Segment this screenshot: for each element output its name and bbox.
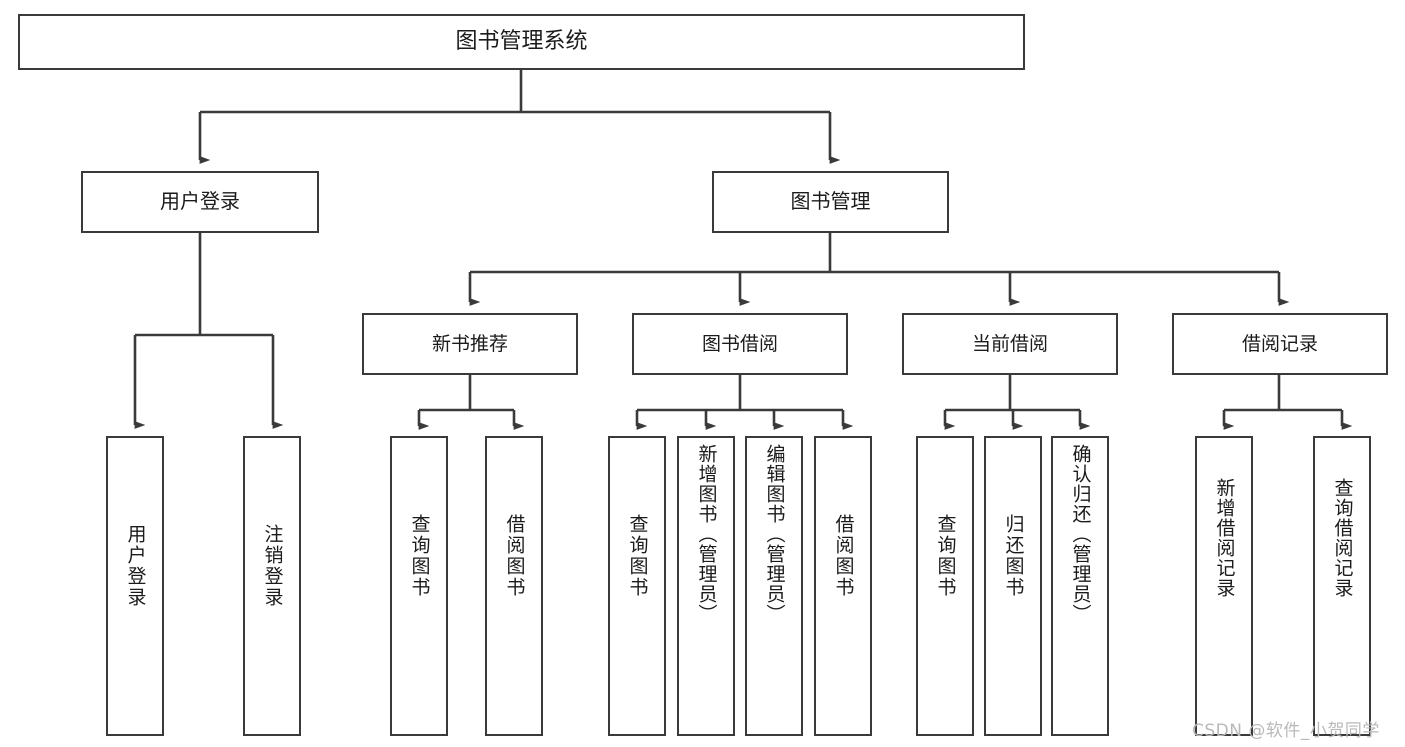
leaf-add-record[interactable]: 新增借阅记录	[1195, 436, 1253, 736]
leaf-return-book-label: 归还图书	[1002, 514, 1025, 598]
leaf-borrow-book-2[interactable]: 借阅图书	[814, 436, 872, 736]
leaf-query-book-1[interactable]: 查询图书	[390, 436, 448, 736]
leaf-borrow-book-2-label: 借阅图书	[832, 514, 855, 598]
node-current-borrow[interactable]: 当前借阅	[902, 313, 1118, 375]
node-book-borrow[interactable]: 图书借阅	[632, 313, 848, 375]
leaf-add-book[interactable]: 新增图书（管理员）	[677, 436, 735, 736]
leaf-logout-login[interactable]: 注销登录	[243, 436, 301, 736]
leaf-add-record-label: 新增借阅记录	[1213, 478, 1236, 598]
node-book-manage-label: 图书管理	[790, 189, 871, 214]
leaf-add-book-label: 新增图书（管理员）	[695, 444, 718, 624]
csdn-watermark: CSDN @软件_小贺同学	[1192, 721, 1380, 741]
leaf-borrow-book-1-label: 借阅图书	[503, 514, 526, 598]
leaf-query-book-1-label: 查询图书	[408, 514, 431, 598]
node-book-borrow-label: 图书借阅	[701, 332, 778, 355]
node-user-login-label: 用户登录	[160, 189, 240, 214]
node-root-label: 图书管理系统	[455, 29, 588, 55]
node-new-book-recommend-label: 新书推荐	[431, 332, 508, 355]
leaf-query-book-2-label: 查询图书	[626, 514, 649, 598]
leaf-borrow-book-1[interactable]: 借阅图书	[485, 436, 543, 736]
node-borrow-record[interactable]: 借阅记录	[1172, 313, 1388, 375]
leaf-query-book-3-label: 查询图书	[934, 514, 957, 598]
node-book-manage[interactable]: 图书管理	[712, 171, 949, 233]
leaf-query-record[interactable]: 查询借阅记录	[1313, 436, 1371, 736]
node-user-login[interactable]: 用户登录	[81, 171, 319, 233]
node-current-borrow-label: 当前借阅	[971, 332, 1048, 355]
leaf-edit-book-label: 编辑图书（管理员）	[763, 444, 786, 624]
node-new-book-recommend[interactable]: 新书推荐	[362, 313, 578, 375]
leaf-edit-book[interactable]: 编辑图书（管理员）	[745, 436, 803, 736]
leaf-query-book-3[interactable]: 查询图书	[916, 436, 974, 736]
leaf-confirm-return[interactable]: 确认归还（管理员）	[1051, 436, 1109, 736]
node-root[interactable]: 图书管理系统	[18, 14, 1025, 70]
leaf-logout-login-label: 注销登录	[261, 524, 284, 608]
leaf-return-book[interactable]: 归还图书	[984, 436, 1042, 736]
leaf-confirm-return-label: 确认归还（管理员）	[1069, 444, 1092, 624]
leaf-query-record-label: 查询借阅记录	[1331, 478, 1354, 598]
leaf-query-book-2[interactable]: 查询图书	[608, 436, 666, 736]
node-borrow-record-label: 借阅记录	[1241, 332, 1318, 355]
leaf-user-login[interactable]: 用户登录	[106, 436, 164, 736]
leaf-user-login-label: 用户登录	[124, 524, 147, 608]
